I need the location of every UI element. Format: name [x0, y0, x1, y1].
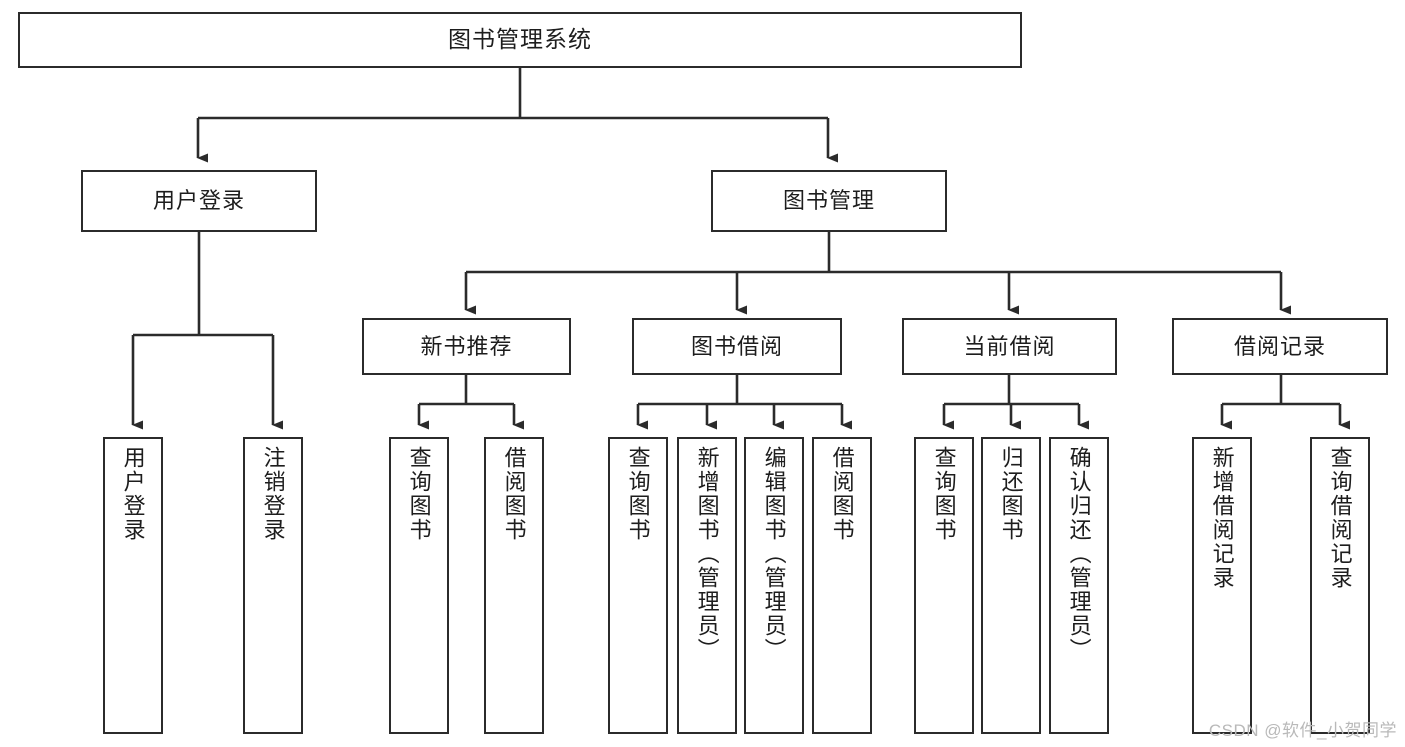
node-borrowing-records[interactable]: 借阅记录 [1172, 318, 1388, 375]
node-label: 借阅图书 [501, 446, 527, 542]
node-label: 新增图书（管理员） [694, 446, 720, 662]
node-label: 查询图书 [625, 446, 651, 542]
node-label: 图书借阅 [690, 333, 783, 359]
leaf-borrow-books[interactable]: 借阅图书 [812, 437, 872, 734]
node-new-book-recommendation[interactable]: 新书推荐 [362, 318, 571, 375]
node-label: 借阅记录 [1233, 333, 1326, 359]
node-root-system[interactable]: 图书管理系统 [18, 12, 1022, 68]
leaf-query-books-new[interactable]: 查询图书 [389, 437, 449, 734]
node-label: 当前借阅 [963, 333, 1056, 359]
node-label: 查询图书 [931, 446, 957, 542]
node-user-login[interactable]: 用户登录 [81, 170, 317, 232]
leaf-user-login[interactable]: 用户登录 [103, 437, 163, 734]
node-label: 查询借阅记录 [1327, 446, 1353, 590]
leaf-borrow-books-new[interactable]: 借阅图书 [484, 437, 544, 734]
node-book-management[interactable]: 图书管理 [711, 170, 947, 232]
node-label: 归还图书 [998, 446, 1024, 542]
node-label: 新增借阅记录 [1209, 446, 1235, 590]
watermark: CSDN @软件_小贺同学 [1208, 721, 1397, 740]
node-label: 用户登录 [152, 188, 245, 214]
leaf-add-book-admin[interactable]: 新增图书（管理员） [677, 437, 737, 734]
node-label: 新书推荐 [420, 333, 513, 359]
leaf-add-borrow-record[interactable]: 新增借阅记录 [1192, 437, 1252, 734]
leaf-edit-book-admin[interactable]: 编辑图书（管理员） [744, 437, 804, 734]
node-label: 编辑图书（管理员） [761, 446, 787, 662]
node-label: 图书管理系统 [448, 26, 592, 53]
node-label: 注销登录 [260, 446, 286, 542]
node-label: 借阅图书 [829, 446, 855, 542]
leaf-query-books-current[interactable]: 查询图书 [914, 437, 974, 734]
node-book-borrowing[interactable]: 图书借阅 [632, 318, 842, 375]
node-label: 查询图书 [406, 446, 432, 542]
leaf-logout[interactable]: 注销登录 [243, 437, 303, 734]
leaf-query-borrow-record[interactable]: 查询借阅记录 [1310, 437, 1370, 734]
node-current-borrowing[interactable]: 当前借阅 [902, 318, 1117, 375]
node-label: 图书管理 [782, 188, 875, 214]
node-label: 确认归还（管理员） [1066, 446, 1092, 662]
node-label: 用户登录 [120, 446, 146, 542]
leaf-query-books-borrow[interactable]: 查询图书 [608, 437, 668, 734]
leaf-confirm-return-admin[interactable]: 确认归还（管理员） [1049, 437, 1109, 734]
leaf-return-books[interactable]: 归还图书 [981, 437, 1041, 734]
